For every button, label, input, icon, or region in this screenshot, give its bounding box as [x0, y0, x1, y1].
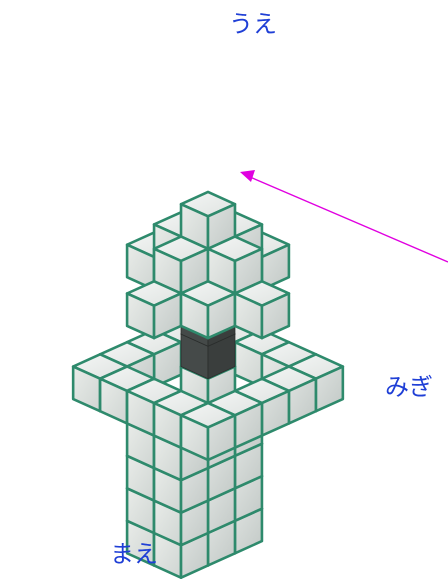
tile-cube	[235, 281, 289, 338]
label-top: うえ	[229, 12, 277, 36]
label-right: みぎ	[385, 375, 433, 399]
label-front: まえ	[110, 542, 158, 566]
tile-cube	[181, 281, 235, 338]
pointer-arrowhead	[240, 170, 255, 182]
tile-cube	[127, 281, 181, 338]
tile-cube	[181, 403, 235, 460]
